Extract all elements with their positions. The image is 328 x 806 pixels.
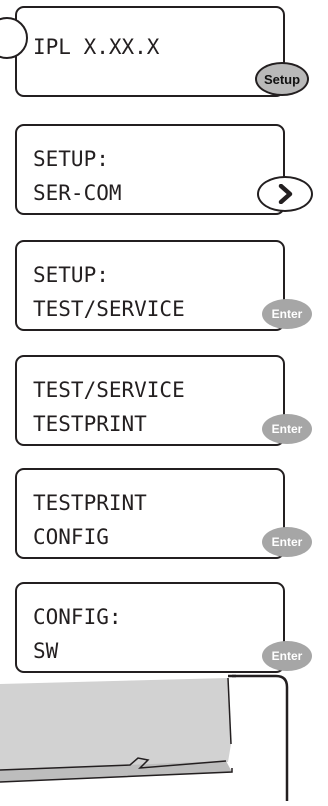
lcd-panel-ipl: IPL X.XX.X <box>15 6 285 97</box>
enter-button[interactable]: Enter <box>262 299 312 329</box>
enter-button[interactable]: Enter <box>262 641 312 671</box>
lcd-line-1: SETUP: <box>33 263 109 287</box>
setup-button[interactable]: Setup <box>255 62 309 96</box>
enter-button-label: Enter <box>271 307 303 321</box>
chevron-right-icon <box>278 184 293 204</box>
lcd-panel-test-service: SETUP: TEST/SERVICE <box>15 240 285 331</box>
enter-button-label: Enter <box>271 649 303 663</box>
lcd-line-1: SETUP: <box>33 147 109 171</box>
lcd-line-2: SER-COM <box>33 181 122 205</box>
enter-button-label: Enter <box>271 422 303 436</box>
lcd-line-2: TESTPRINT <box>33 412 147 436</box>
lcd-line-2: CONFIG <box>33 525 109 549</box>
printer-icon <box>0 674 289 801</box>
lcd-panel-sw: CONFIG: SW <box>15 582 285 673</box>
lcd-panel-config: TESTPRINT CONFIG <box>15 468 285 559</box>
lcd-text: SETUP: TEST/SERVICE <box>33 258 185 326</box>
lcd-text: TEST/SERVICE TESTPRINT <box>33 373 185 441</box>
lcd-text: IPL X.XX.X <box>33 30 159 64</box>
enter-button[interactable]: Enter <box>262 527 312 557</box>
lcd-line-1: IPL X.XX.X <box>33 35 160 59</box>
lcd-line-1: CONFIG: <box>33 605 122 629</box>
enter-button[interactable]: Enter <box>262 414 312 444</box>
lcd-line-1: TESTPRINT <box>33 491 147 515</box>
lcd-text: TESTPRINT CONFIG <box>33 486 147 554</box>
lcd-line-2: SW <box>33 639 59 663</box>
lcd-line-2: TEST/SERVICE <box>33 297 185 321</box>
lcd-panel-ser-com: SETUP: SER-COM <box>15 124 285 215</box>
lcd-text: SETUP: SER-COM <box>33 142 122 210</box>
lcd-line-1: TEST/SERVICE <box>33 378 185 402</box>
enter-button-label: Enter <box>271 535 303 549</box>
setup-button-label: Setup <box>263 71 301 87</box>
printer-illustration <box>0 672 328 801</box>
next-button[interactable] <box>257 176 313 212</box>
lcd-panel-testprint: TEST/SERVICE TESTPRINT <box>15 355 285 446</box>
lcd-text: CONFIG: SW <box>33 600 122 668</box>
